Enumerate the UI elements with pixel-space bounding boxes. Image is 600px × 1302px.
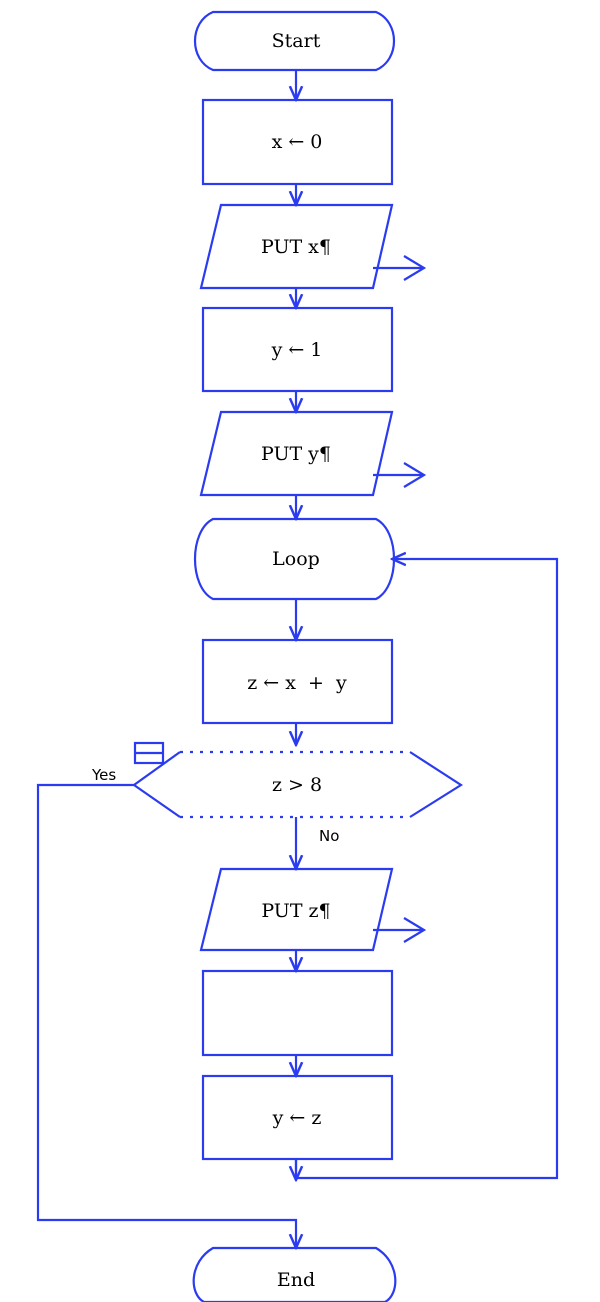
- process-init-y-box: [201, 306, 394, 393]
- output-put-x[interactable]: PUT x¶: [199, 203, 427, 290]
- decision-left-edges: [132, 751, 181, 818]
- loop-terminator[interactable]: Loop: [194, 517, 395, 601]
- output-put-z[interactable]: PUT z¶: [199, 867, 427, 952]
- process-calc-z-label: z ← x + y: [247, 672, 347, 694]
- loop-label: Loop: [272, 548, 320, 570]
- start-terminator[interactable]: Start: [193, 10, 396, 72]
- process-init-y-label: y ← 1: [271, 339, 323, 361]
- process-assign-y-label: y ← z: [272, 1107, 322, 1129]
- start-label: Start: [272, 30, 321, 52]
- open-arrow-right-icon: [373, 462, 427, 488]
- output-put-z-label: PUT z¶: [261, 900, 330, 922]
- process-assign-y[interactable]: y ← z: [201, 1074, 394, 1161]
- process-init-x-box: [201, 98, 394, 186]
- start-shape: [193, 10, 396, 72]
- decision-condition[interactable]: z > 8: [132, 750, 464, 819]
- output-put-z-shape: [199, 867, 394, 952]
- process-init-x-label: x ← 0: [272, 131, 323, 153]
- end-label: End: [277, 1269, 315, 1291]
- output-put-y[interactable]: PUT y¶: [199, 410, 427, 497]
- loop-shape: [194, 517, 395, 601]
- split-box-icon[interactable]: [133, 741, 165, 765]
- process-empty-box: [201, 969, 394, 1057]
- process-init-y[interactable]: y ← 1: [201, 306, 394, 393]
- end-shape: [192, 1246, 397, 1302]
- decision-label: z > 8: [272, 774, 322, 796]
- open-arrow-right-icon: [373, 917, 427, 943]
- output-put-y-shape: [199, 410, 394, 497]
- process-calc-z-box: [201, 638, 394, 725]
- open-arrow-right-icon: [373, 255, 427, 281]
- output-put-y-label: PUT y¶: [261, 443, 331, 465]
- process-empty[interactable]: [201, 969, 394, 1057]
- output-put-x-label: PUT x¶: [261, 236, 331, 258]
- connector-yes-end: [36, 783, 296, 1248]
- process-init-x[interactable]: x ← 0: [201, 98, 394, 186]
- process-assign-y-box: [201, 1074, 394, 1161]
- no-branch-label: No: [319, 827, 339, 845]
- process-calc-z[interactable]: z ← x + y: [201, 638, 394, 725]
- end-terminator[interactable]: End: [192, 1246, 397, 1302]
- output-put-x-shape: [199, 203, 394, 290]
- decision-right-edges: [409, 751, 464, 818]
- yes-branch-label: Yes: [91, 766, 116, 784]
